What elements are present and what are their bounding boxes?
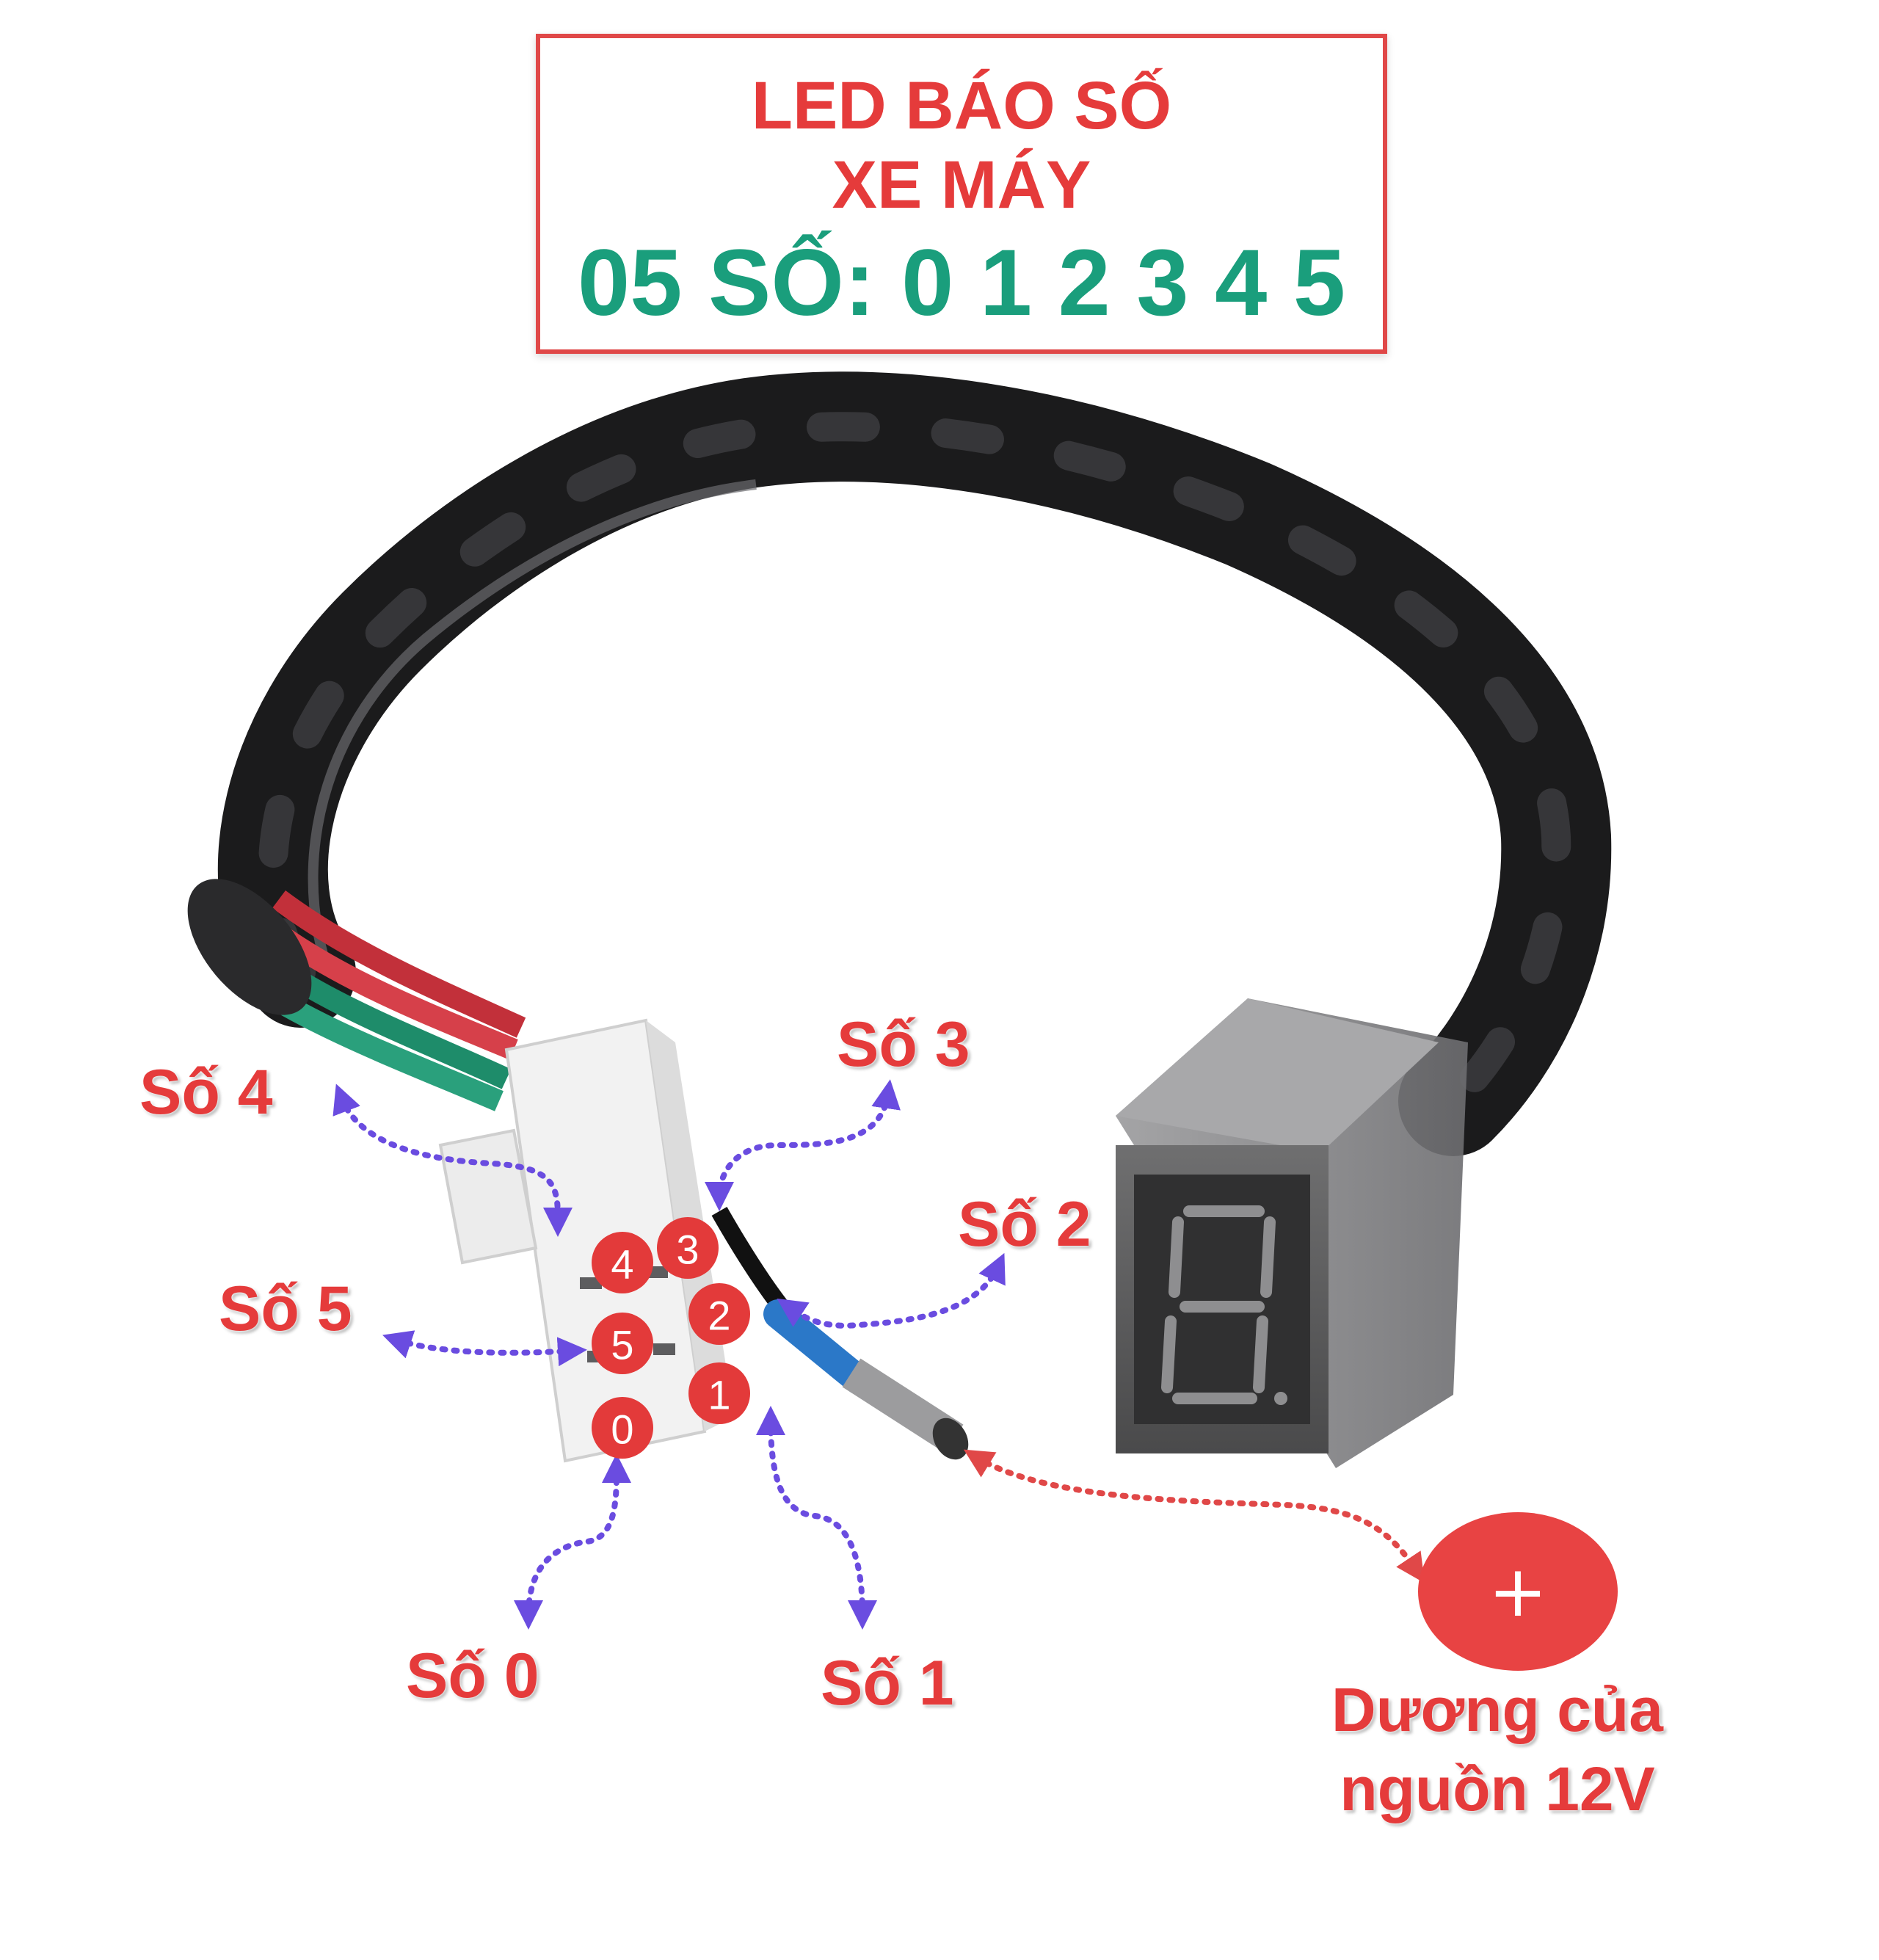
label-so2: Số 2 (958, 1189, 1091, 1260)
svg-text:5: 5 (611, 1322, 633, 1368)
label-so0: Số 0 (406, 1641, 539, 1711)
pin-4: 4 (592, 1232, 653, 1293)
svg-text:0: 0 (611, 1407, 633, 1453)
svg-text:4: 4 (611, 1241, 633, 1288)
title-box: LED BÁO SỐ XE MÁY 05 SỐ: 0 1 2 3 4 5 (536, 34, 1387, 354)
label-so5: Số 5 (219, 1274, 352, 1344)
power-label: Dương của nguồn 12V (1331, 1675, 1663, 1823)
svg-text:3: 3 (676, 1227, 699, 1273)
arrow-so0 (514, 1453, 631, 1630)
arrow-so4 (332, 1084, 573, 1237)
label-so3: Số 3 (837, 1009, 970, 1080)
pin-0: 0 (592, 1397, 653, 1459)
arrow-so1 (756, 1406, 877, 1630)
arrow-so5 (382, 1330, 587, 1367)
label-so1: Số 1 (821, 1648, 954, 1718)
arrow-so2 (777, 1252, 1006, 1329)
arrow-power (963, 1449, 1425, 1583)
label-so4: Số 4 (139, 1057, 273, 1128)
svg-text:2: 2 (708, 1293, 730, 1339)
wire-harness-icon (187, 371, 1612, 1156)
arrow-so3 (705, 1079, 901, 1211)
title-line-1: LED BÁO SỐ (751, 68, 1172, 143)
pin-2: 2 (688, 1283, 750, 1345)
gear-indicator-display-icon (1116, 998, 1468, 1468)
pin-1: 1 (688, 1362, 750, 1424)
pin-5: 5 (592, 1313, 653, 1374)
positive-terminal-icon: + (1418, 1512, 1618, 1671)
spade-terminal-icon (711, 1207, 969, 1460)
svg-text:1: 1 (708, 1372, 730, 1418)
title-line-3: 05 SỐ: 0 1 2 3 4 5 (578, 231, 1345, 335)
title-line-2: XE MÁY (832, 148, 1091, 222)
pin-3: 3 (657, 1217, 719, 1279)
